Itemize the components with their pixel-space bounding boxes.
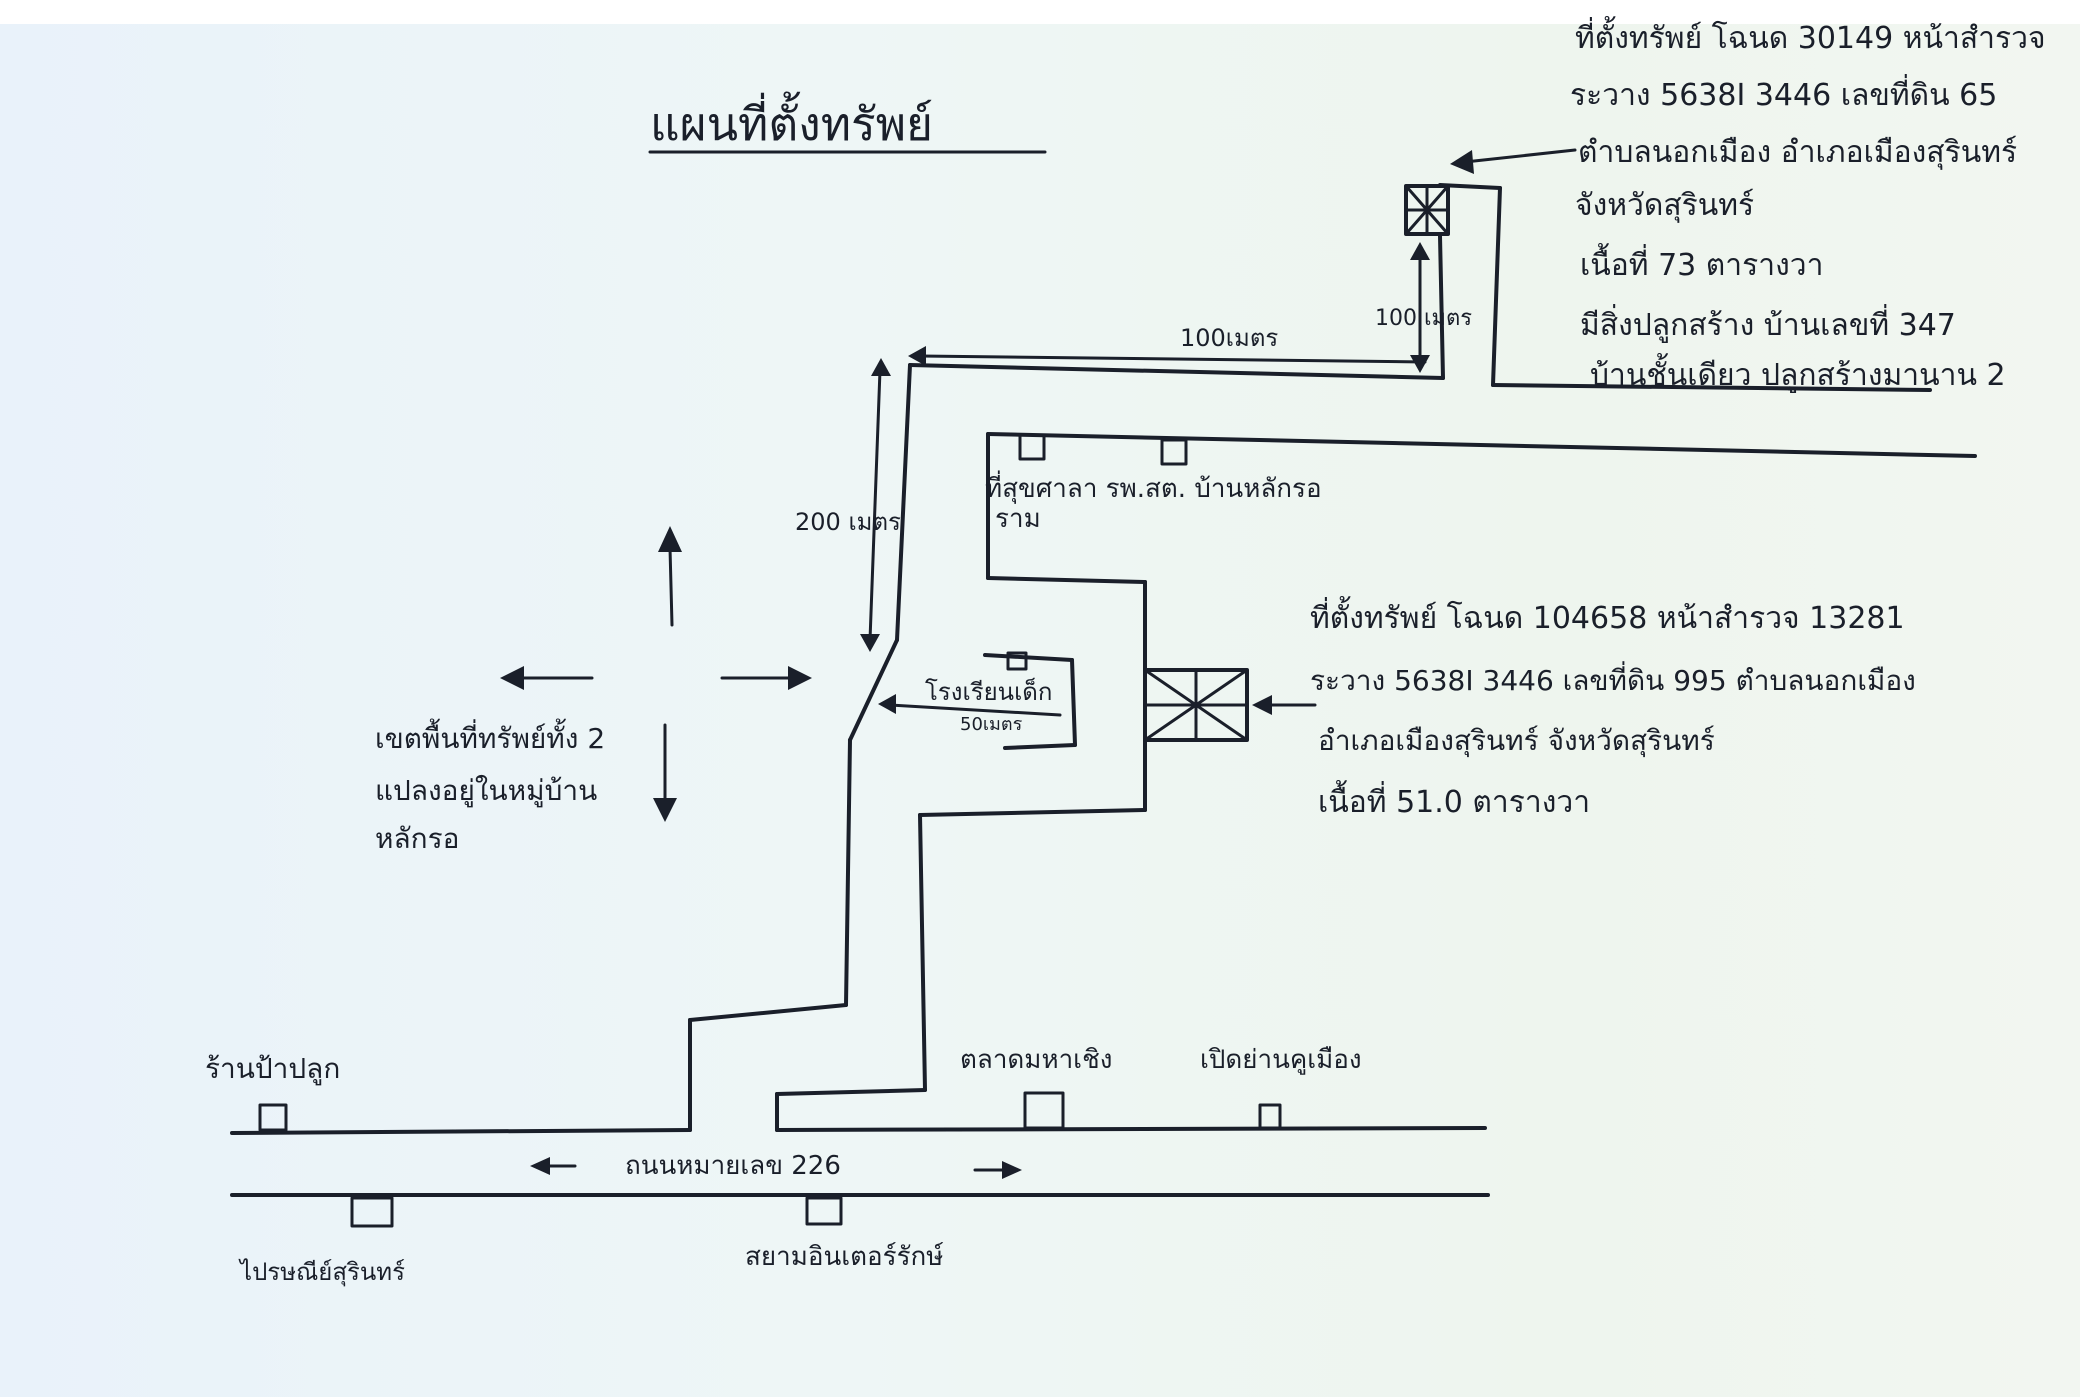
parcel-1-line: จังหวัดสุรินทร์ bbox=[1575, 188, 1754, 224]
building-marker bbox=[1258, 1103, 1282, 1130]
parcel-1-line: ระวาง 5638I 3446 เลขที่ดิน 65 bbox=[1570, 74, 1997, 113]
distance-label: 100เมตร bbox=[1180, 324, 1278, 352]
building-marker bbox=[350, 1196, 394, 1228]
distance-label: 50เมตร bbox=[960, 714, 1023, 735]
distance-label: 200 เมตร bbox=[795, 508, 901, 536]
zone-note-line: เขตพื้นที่ทรัพย์ทั้ง 2 bbox=[375, 718, 605, 755]
parcel-2-line: ระวาง 5638I 3446 เลขที่ดิน 995 ตำบลนอกเม… bbox=[1310, 661, 1916, 697]
paper-background bbox=[0, 24, 2080, 1397]
health-center-label: ที่สุขศาลา รพ.สต. บ้านหลักรอ bbox=[985, 470, 1322, 504]
arrow-to-parcel-1 bbox=[1450, 148, 1577, 174]
building-marker bbox=[1023, 1091, 1065, 1130]
building-marker bbox=[1018, 433, 1046, 461]
dimension-top-road: 100เมตร bbox=[908, 324, 1427, 366]
compass-arrows bbox=[500, 526, 812, 822]
parcel-1-marker bbox=[1404, 184, 1450, 236]
health-center-label-2: ราม bbox=[995, 504, 1041, 534]
building-marker bbox=[1006, 651, 1028, 671]
dimension-vertical-long: 200 เมตร bbox=[795, 358, 901, 652]
soi-top bbox=[908, 183, 1932, 392]
dimension-school: 50เมตร bbox=[878, 694, 1062, 735]
parcel-1-description: ที่ตั้งทรัพย์ โฉนด 30149 หน้าสำรวจ ระวาง… bbox=[1570, 16, 2046, 393]
zone-note-line: หลักรอ bbox=[375, 822, 459, 855]
parcel-2-line: เนื้อที่ 51.0 ตารางวา bbox=[1318, 780, 1590, 820]
distance-label: 100 เมตร bbox=[1375, 306, 1472, 331]
building-marker bbox=[1160, 438, 1188, 466]
parcel-2-marker bbox=[1143, 668, 1249, 742]
hospital-label: สยามอินเตอร์รักษ์ bbox=[745, 1242, 944, 1272]
parcel-2-line: ที่ตั้งทรัพย์ โฉนด 104658 หน้าสำรวจ 1328… bbox=[1310, 596, 1905, 636]
parcel-2-description: ที่ตั้งทรัพย์ โฉนด 104658 หน้าสำรวจ 1328… bbox=[1310, 596, 1916, 820]
parcel-1-line: ที่ตั้งทรัพย์ โฉนด 30149 หน้าสำรวจ bbox=[1575, 16, 2046, 56]
parcel-1-line: มีสิ่งปลูกสร้าง บ้านเลขที่ 347 bbox=[1580, 304, 1956, 343]
zone-note-line: แปลงอยู่ในหมู่บ้าน bbox=[375, 774, 597, 808]
shop-label: ร้านป้าปลูก bbox=[205, 1052, 340, 1086]
market-label: ตลาดมหาเชิง bbox=[960, 1045, 1112, 1075]
parcel-2-line: อำเภอเมืองสุรินทร์ จังหวัดสุรินทร์ bbox=[1318, 724, 1715, 758]
kupmueang-label: เปิดย่านคูเมือง bbox=[1200, 1045, 1362, 1075]
post-office-label: ไปรษณีย์สุรินทร์ bbox=[238, 1258, 405, 1287]
school-label: โรงเรียนเด็ก bbox=[925, 677, 1052, 706]
dimension-vertical-short: 100 เมตร bbox=[1375, 242, 1472, 373]
road-label: ถนนหมายเลข 226 bbox=[625, 1151, 841, 1181]
building-marker bbox=[805, 1196, 843, 1226]
parcel-1-line: ตำบลนอกเมือง อำเภอเมืองสุรินทร์ bbox=[1578, 135, 2017, 171]
arrow-to-parcel-2 bbox=[1252, 695, 1317, 715]
building-marker bbox=[258, 1103, 288, 1132]
road-label-group: ถนนหมายเลข 226 bbox=[530, 1151, 1022, 1181]
map-title: แผนที่ตั้งทรัพย์ bbox=[650, 91, 933, 151]
main-road bbox=[230, 1126, 1490, 1197]
main-soi bbox=[688, 363, 1977, 1132]
parcel-1-line: เนื้อที่ 73 ตารางวา bbox=[1580, 243, 1823, 283]
